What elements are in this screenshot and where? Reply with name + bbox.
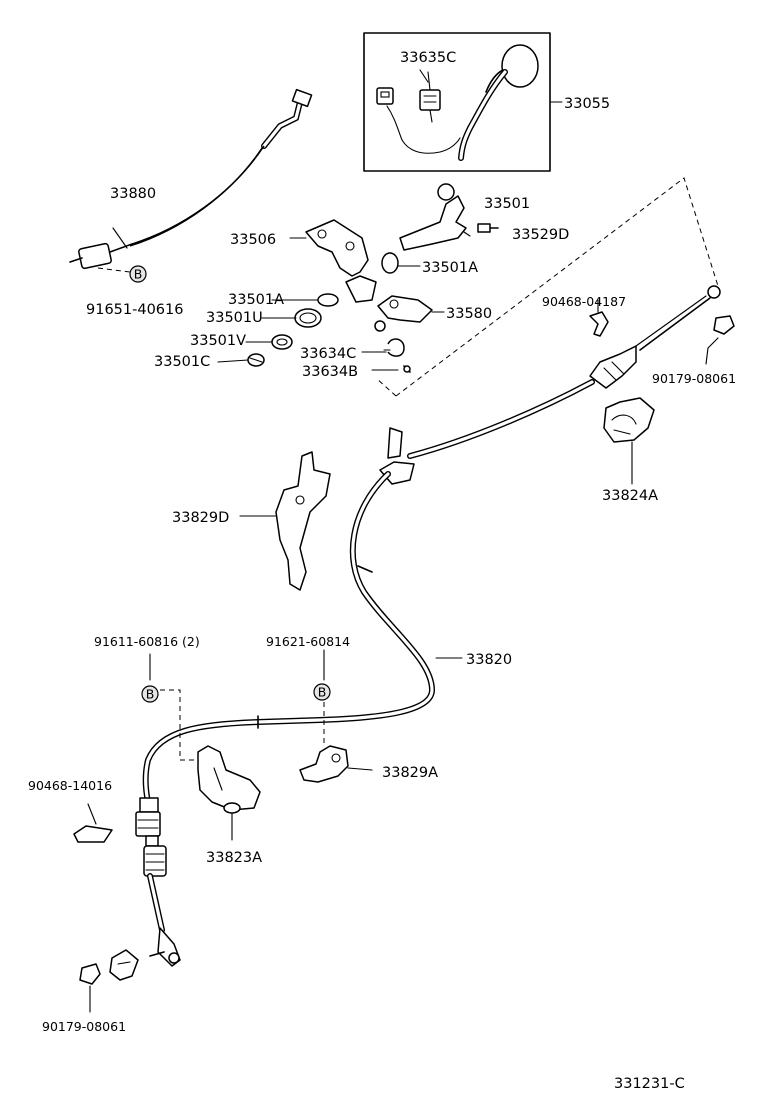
badge-b-1: B (129, 265, 147, 283)
label-33501: 33501 (484, 196, 530, 212)
bracket-33823a (197, 745, 261, 841)
diagram-id: 331231-C (614, 1076, 685, 1092)
nut-90179-08061-top (705, 315, 735, 365)
clamp-33824a (603, 397, 655, 485)
label-33823a: 33823A (206, 850, 262, 866)
label-33820: 33820 (466, 652, 512, 668)
svg-text:B: B (134, 267, 143, 282)
label-90468-14016: 90468-14016 (28, 778, 112, 793)
cable-33880 (69, 88, 313, 273)
label-91611: 91611-60816 (2) (94, 634, 200, 649)
label-33829a: 33829A (382, 765, 438, 781)
label-33529d: 33529D (512, 227, 569, 243)
label-33824a: 33824A (602, 488, 658, 504)
label-33501v: 33501V (190, 333, 246, 349)
label-90179-08061-bot: 90179-08061 (42, 1019, 126, 1034)
bracket-33829d (239, 451, 331, 591)
label-33055: 33055 (564, 96, 610, 112)
svg-text:B: B (146, 687, 155, 702)
label-33501a: 33501A (228, 292, 284, 308)
label-33501u: 33501U (206, 310, 263, 326)
leader-lines (217, 69, 429, 363)
label-91621: 91621-60814 (266, 634, 350, 649)
label-33634c: 33634C (300, 346, 356, 362)
svg-text:B: B (318, 685, 327, 700)
label-33506: 33506 (230, 232, 276, 248)
label-33501a-top: 33501A (422, 260, 478, 276)
label-33580: 33580 (446, 306, 492, 322)
label-91651: 91651-40616 (86, 302, 184, 318)
nut-90179-08061-bottom (79, 963, 101, 1013)
shift-lever-assembly (363, 32, 563, 172)
callout-labels: 33635C 33055 33880 33501 33529D 33506 33… (28, 50, 736, 1092)
dashed-guides-upper (375, 177, 719, 397)
label-33634b: 33634B (302, 364, 358, 380)
badge-b-2: B (141, 685, 159, 703)
badge-b-3: B (313, 683, 331, 701)
plate-90468-14016 (73, 803, 113, 843)
label-90468-04187: 90468-04187 (542, 294, 626, 309)
label-33880: 33880 (110, 186, 156, 202)
dashed-guides-lower (149, 649, 325, 761)
label-33829d: 33829D (172, 510, 229, 526)
clip-90468-04187 (589, 299, 609, 337)
label-90179-08061-top: 90179-08061 (652, 371, 736, 386)
lever-bracket-group (247, 183, 499, 373)
clamp-33829a (299, 745, 373, 783)
label-33635c: 33635C (400, 50, 456, 66)
label-33501c: 33501C (154, 354, 210, 370)
cable-33820 (109, 285, 721, 981)
